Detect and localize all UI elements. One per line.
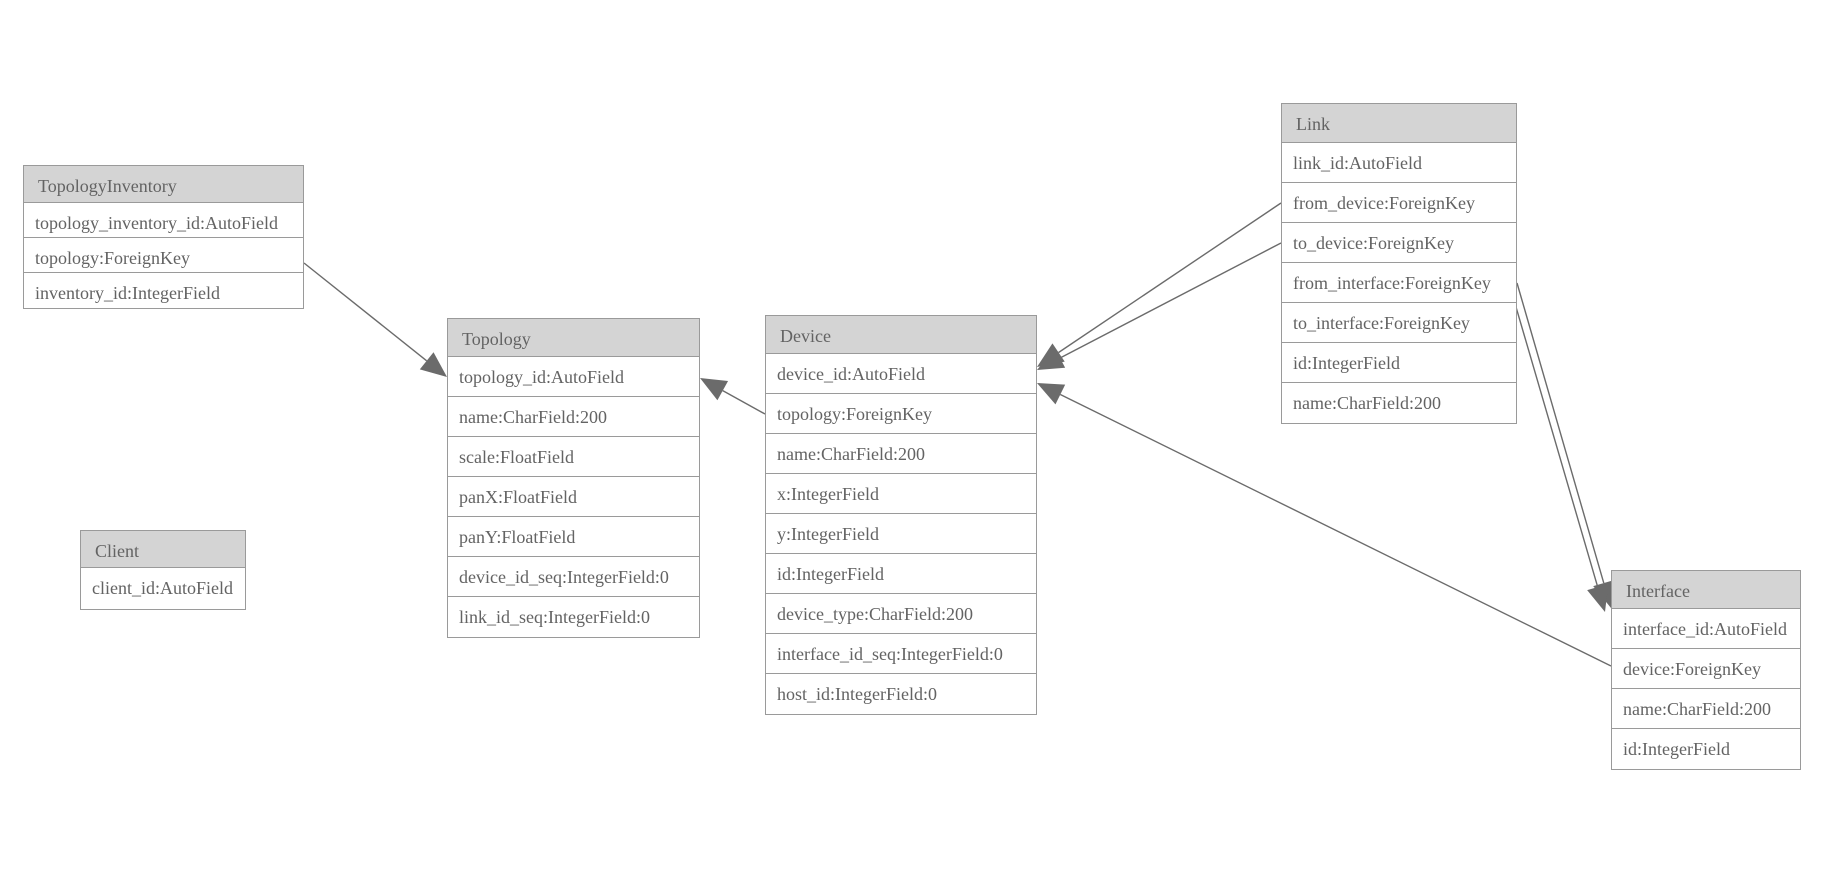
entity-client[interactable]: Client client_id:AutoField: [80, 530, 246, 610]
entity-title-topology: Topology: [448, 319, 699, 357]
field-row[interactable]: panX:FloatField: [448, 477, 699, 517]
relation-arrowhead: [1587, 583, 1609, 612]
field-row[interactable]: name:CharField:200: [1612, 689, 1800, 729]
field-row[interactable]: to_interface:ForeignKey: [1282, 303, 1516, 343]
field-row[interactable]: id:IntegerField: [1623, 739, 1730, 759]
field-row[interactable]: topology:ForeignKey: [766, 394, 1036, 434]
entity-fields-client: client_id:AutoField: [81, 568, 245, 609]
relation-line: [1060, 393, 1612, 667]
field-row[interactable]: y:IntegerField: [766, 514, 1036, 554]
relation-line: [303, 262, 428, 362]
entity-title-link: Link: [1282, 104, 1516, 143]
field-row[interactable]: link_id:AutoField: [1282, 143, 1516, 183]
field-row[interactable]: from_interface:ForeignKey: [1282, 263, 1516, 303]
relation-device-topology: [700, 378, 766, 415]
field-row[interactable]: device_type:CharField:200: [766, 594, 1036, 634]
field-row[interactable]: link_id_seq:IntegerField:0: [459, 607, 650, 627]
field-row[interactable]: device:ForeignKey: [1612, 649, 1800, 689]
relation-arrowhead: [1037, 343, 1065, 367]
field-row[interactable]: name:CharField:200: [448, 397, 699, 437]
field-row[interactable]: device_id:AutoField: [766, 354, 1036, 394]
field-row[interactable]: from_device:ForeignKey: [1282, 183, 1516, 223]
entity-title-client: Client: [81, 531, 245, 568]
relation-arrowhead: [1037, 348, 1066, 370]
relation-line: [1516, 282, 1605, 584]
field-row[interactable]: interface_id:AutoField: [1612, 609, 1800, 649]
relation-link-from_device: [1037, 202, 1282, 367]
field-row[interactable]: topology_inventory_id:AutoField: [24, 203, 303, 238]
relation-line: [722, 389, 766, 415]
field-row[interactable]: x:IntegerField: [766, 474, 1036, 514]
relation-line: [1059, 242, 1282, 359]
entity-title-interface: Interface: [1612, 571, 1800, 609]
relation-link-from_interface: [1516, 282, 1615, 608]
field-row[interactable]: id:IntegerField: [1282, 343, 1516, 383]
entity-title-device: Device: [766, 316, 1036, 354]
relation-arrowhead: [419, 352, 447, 377]
field-row[interactable]: name:CharField:200: [766, 434, 1036, 474]
relation-topologyinventory-topology: [303, 262, 447, 377]
field-row[interactable]: interface_id_seq:IntegerField:0: [766, 634, 1036, 674]
relation-line: [1508, 282, 1599, 588]
relation-arrowhead: [700, 378, 729, 401]
field-row[interactable]: inventory_id:IntegerField: [35, 283, 220, 303]
field-row[interactable]: device_id_seq:IntegerField:0: [448, 557, 699, 597]
entity-title-topologyinventory: TopologyInventory: [24, 166, 303, 203]
field-row[interactable]: to_device:ForeignKey: [1282, 223, 1516, 263]
field-row[interactable]: id:IntegerField: [766, 554, 1036, 594]
relation-link-to_device: [1037, 242, 1282, 370]
field-row[interactable]: topology:ForeignKey: [24, 238, 303, 273]
field-row[interactable]: name:CharField:200: [1293, 393, 1441, 413]
field-row[interactable]: scale:FloatField: [448, 437, 699, 477]
field-row[interactable]: topology_id:AutoField: [448, 357, 699, 397]
relation-link-to_interface: [1508, 282, 1609, 612]
relation-line: [1058, 202, 1282, 354]
field-row[interactable]: host_id:IntegerField:0: [777, 684, 937, 704]
field-row[interactable]: panY:FloatField: [448, 517, 699, 557]
relation-arrowhead: [1037, 383, 1066, 405]
field-row[interactable]: client_id:AutoField: [92, 578, 233, 598]
relation-interface-device: [1037, 383, 1612, 667]
